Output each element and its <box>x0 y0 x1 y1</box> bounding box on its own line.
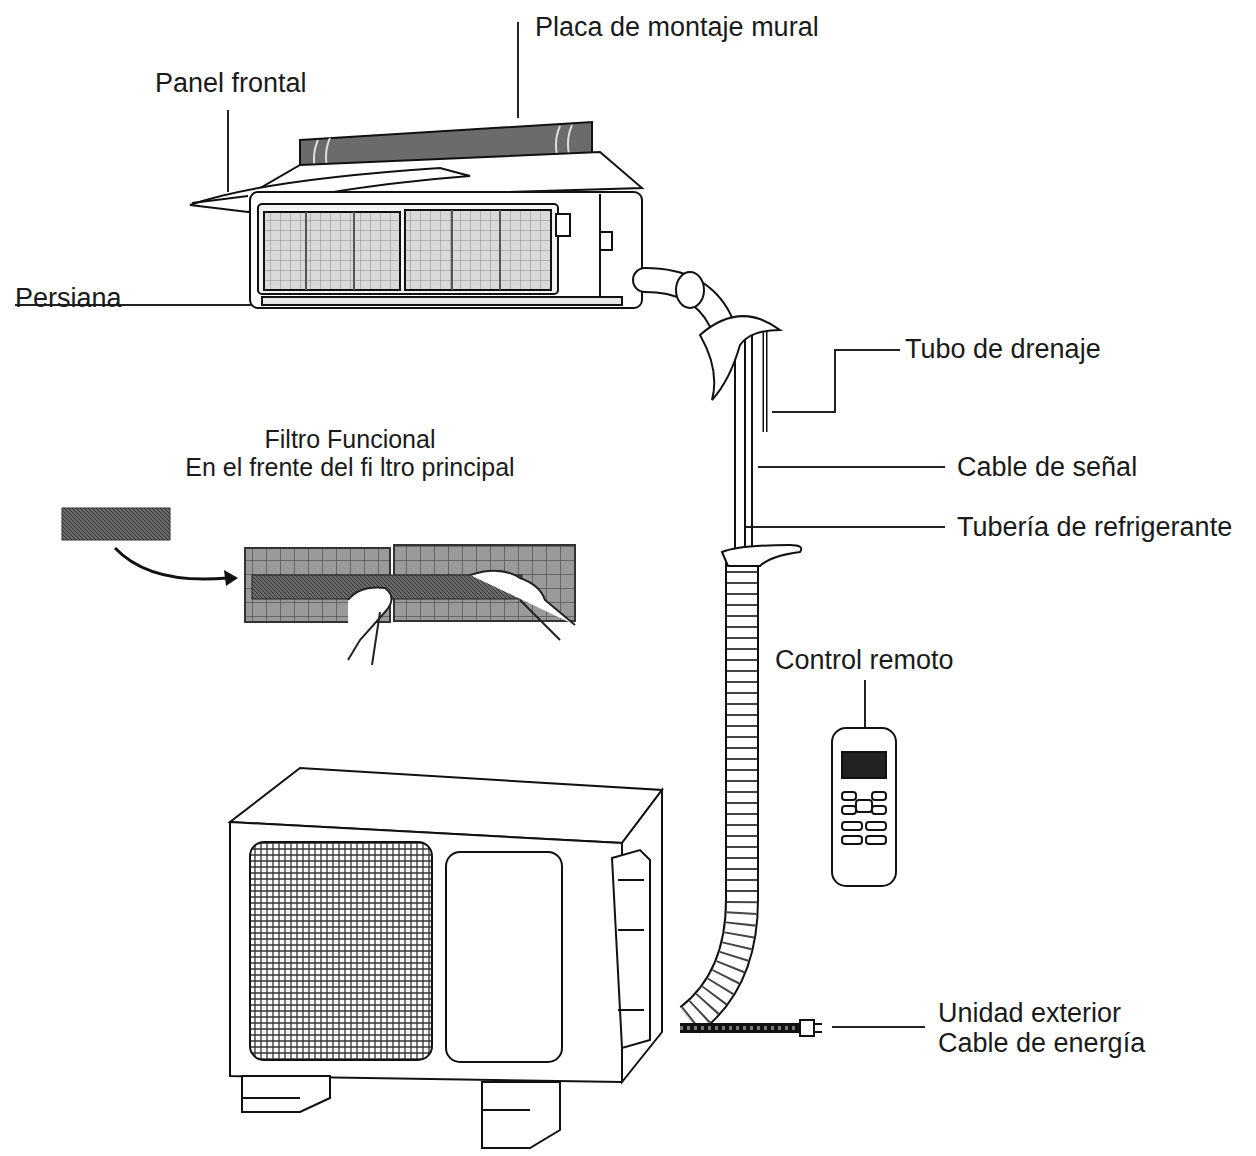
indoor-unit <box>190 122 642 308</box>
label-line: Filtro Funcional <box>120 425 580 453</box>
label-line: Cable de energía <box>938 1028 1238 1058</box>
part-label: Tubo de drenaje <box>905 334 1101 364</box>
outdoor-unit <box>230 768 822 1148</box>
label-line: Unidad exterior <box>938 998 1238 1028</box>
part-label: Control remoto <box>775 645 954 675</box>
part-label: Persiana <box>15 283 122 313</box>
part-label: Placa de montaje mural <box>535 12 819 42</box>
part-label: Panel frontal <box>155 68 307 98</box>
part-label: Cable de señal <box>957 452 1137 482</box>
part-label: Tubería de refrigerante <box>957 512 1232 542</box>
filter-illustration <box>62 508 575 665</box>
label-line: En el frente del fi ltro principal <box>120 453 580 481</box>
part-label: Unidad exterior Cable de energía <box>938 998 1238 1058</box>
part-label: Filtro Funcional En el frente del fi ltr… <box>120 425 580 481</box>
remote-control <box>832 728 896 886</box>
